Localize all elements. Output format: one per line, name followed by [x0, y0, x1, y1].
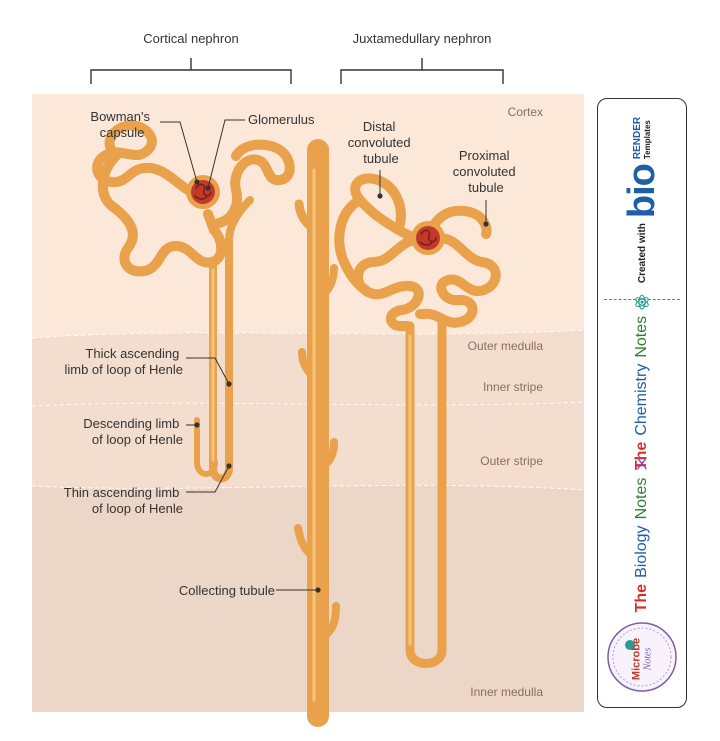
- label-bowmans-capsule: Bowman's capsule: [90, 109, 153, 140]
- leader-glomerulus: [207, 119, 245, 189]
- biorender-credit: Created with bio RENDER Templates: [598, 105, 686, 295]
- biorender-logo: Created with bio RENDER Templates: [621, 116, 663, 284]
- microbe-notes-logo: Microbe Notes: [598, 611, 686, 701]
- juxtamedullary-nephron: [334, 173, 501, 668]
- leader-bowmans: [160, 121, 198, 183]
- zone-outer-medulla: Outer medulla: [468, 339, 544, 353]
- cortex-medulla-boundary: [31, 329, 585, 339]
- biorender-templates: Templates: [643, 120, 653, 160]
- dot-descending: [194, 422, 200, 428]
- collecting-duct: [294, 139, 340, 727]
- dot-collecting: [315, 587, 321, 593]
- dna-icon: [637, 457, 647, 470]
- dot-distal: [377, 193, 383, 199]
- label-glomerulus: Glomerulus: [248, 112, 315, 127]
- biology-name: Biology: [633, 525, 650, 578]
- chemistry-notes-logo: The Chemistry Notes: [598, 294, 686, 470]
- cortical-brace: [90, 58, 292, 84]
- branding-sidebar: Created with bio RENDER Templates The Ch…: [597, 98, 687, 708]
- label-thick-ascending-limb: Thick ascending limb of loop of Henle: [64, 346, 183, 377]
- biorender-created-with: Created with: [636, 223, 648, 284]
- juxtamedullary-brace: [340, 58, 504, 84]
- zone-cortex: Cortex: [508, 105, 543, 119]
- stripe-boundary: [31, 401, 585, 407]
- chemistry-notes: Notes: [633, 315, 650, 358]
- label-distal-tubule: Distal convoluted tubule: [348, 119, 415, 166]
- atom-icon: [635, 294, 649, 310]
- zone-inner-medulla: Inner medulla: [470, 685, 543, 699]
- dot-bowmans: [194, 179, 200, 185]
- label-descending-limb: Descending limb of loop of Henle: [83, 416, 183, 447]
- zone-outer-stripe: Outer stripe: [480, 454, 543, 468]
- biology-notes: Notes: [633, 477, 650, 520]
- leader-thick-ascending: [186, 357, 230, 385]
- biology-the: The: [633, 583, 650, 613]
- juxtamedullary-nephron-header: Juxtamedullary nephron: [353, 31, 492, 46]
- sidebar-divider: [604, 299, 680, 300]
- cortical-nephron-header: Cortical nephron: [143, 31, 238, 46]
- chemistry-name: Chemistry: [633, 363, 650, 436]
- outer-inner-medulla-boundary: [31, 484, 585, 491]
- microbe-word: Microbe: [630, 637, 643, 681]
- dot-thin-ascending: [226, 463, 232, 469]
- biology-notes-logo: The Biology Notes: [598, 457, 686, 612]
- microbe-notes: Notes: [642, 647, 654, 671]
- dot-glomerulus: [205, 185, 211, 191]
- label-thin-ascending-limb: Thin ascending limb of loop of Henle: [64, 485, 183, 516]
- microbe-seal-icon: [607, 622, 677, 692]
- dot-proximal: [483, 221, 489, 227]
- leader-thin-ascending: [186, 465, 230, 493]
- label-proximal-tubule: Proximal convoluted tubule: [453, 148, 520, 195]
- zone-inner-stripe: Inner stripe: [483, 380, 543, 394]
- label-collecting-tubule: Collecting tubule: [179, 583, 275, 598]
- biorender-render: RENDER: [631, 116, 643, 160]
- dot-thick-ascending: [226, 381, 232, 387]
- biorender-brand: bio: [621, 164, 663, 219]
